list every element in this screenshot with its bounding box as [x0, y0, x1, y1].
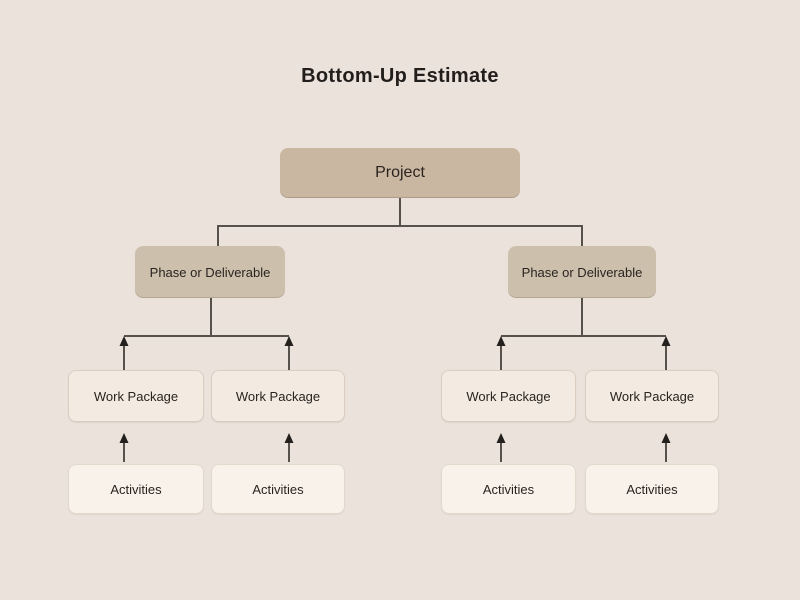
node-project: Project [280, 148, 520, 198]
arrowhead-wp2-up-icon [284, 336, 294, 346]
arrowhead-act2-up-icon [284, 433, 294, 443]
arrowhead-act3-up-icon [496, 433, 506, 443]
node-activities-3: Activities [441, 464, 576, 514]
arrowhead-act1-up-icon [119, 433, 129, 443]
node-phase-2: Phase or Deliverable [508, 246, 656, 298]
arrowhead-wp1-up-icon [119, 336, 129, 346]
node-work-package-2: Work Package [211, 370, 345, 422]
arrowhead-wp4-up-icon [661, 336, 671, 346]
node-activities-1: Activities [68, 464, 204, 514]
node-work-package-1: Work Package [68, 370, 204, 422]
arrowhead-act4-up-icon [661, 433, 671, 443]
node-activities-2: Activities [211, 464, 345, 514]
node-phase-1: Phase or Deliverable [135, 246, 285, 298]
node-activities-4: Activities [585, 464, 719, 514]
node-work-package-4: Work Package [585, 370, 719, 422]
node-work-package-3: Work Package [441, 370, 576, 422]
arrowhead-wp3-up-icon [496, 336, 506, 346]
diagram-title: Bottom-Up Estimate [301, 65, 499, 87]
